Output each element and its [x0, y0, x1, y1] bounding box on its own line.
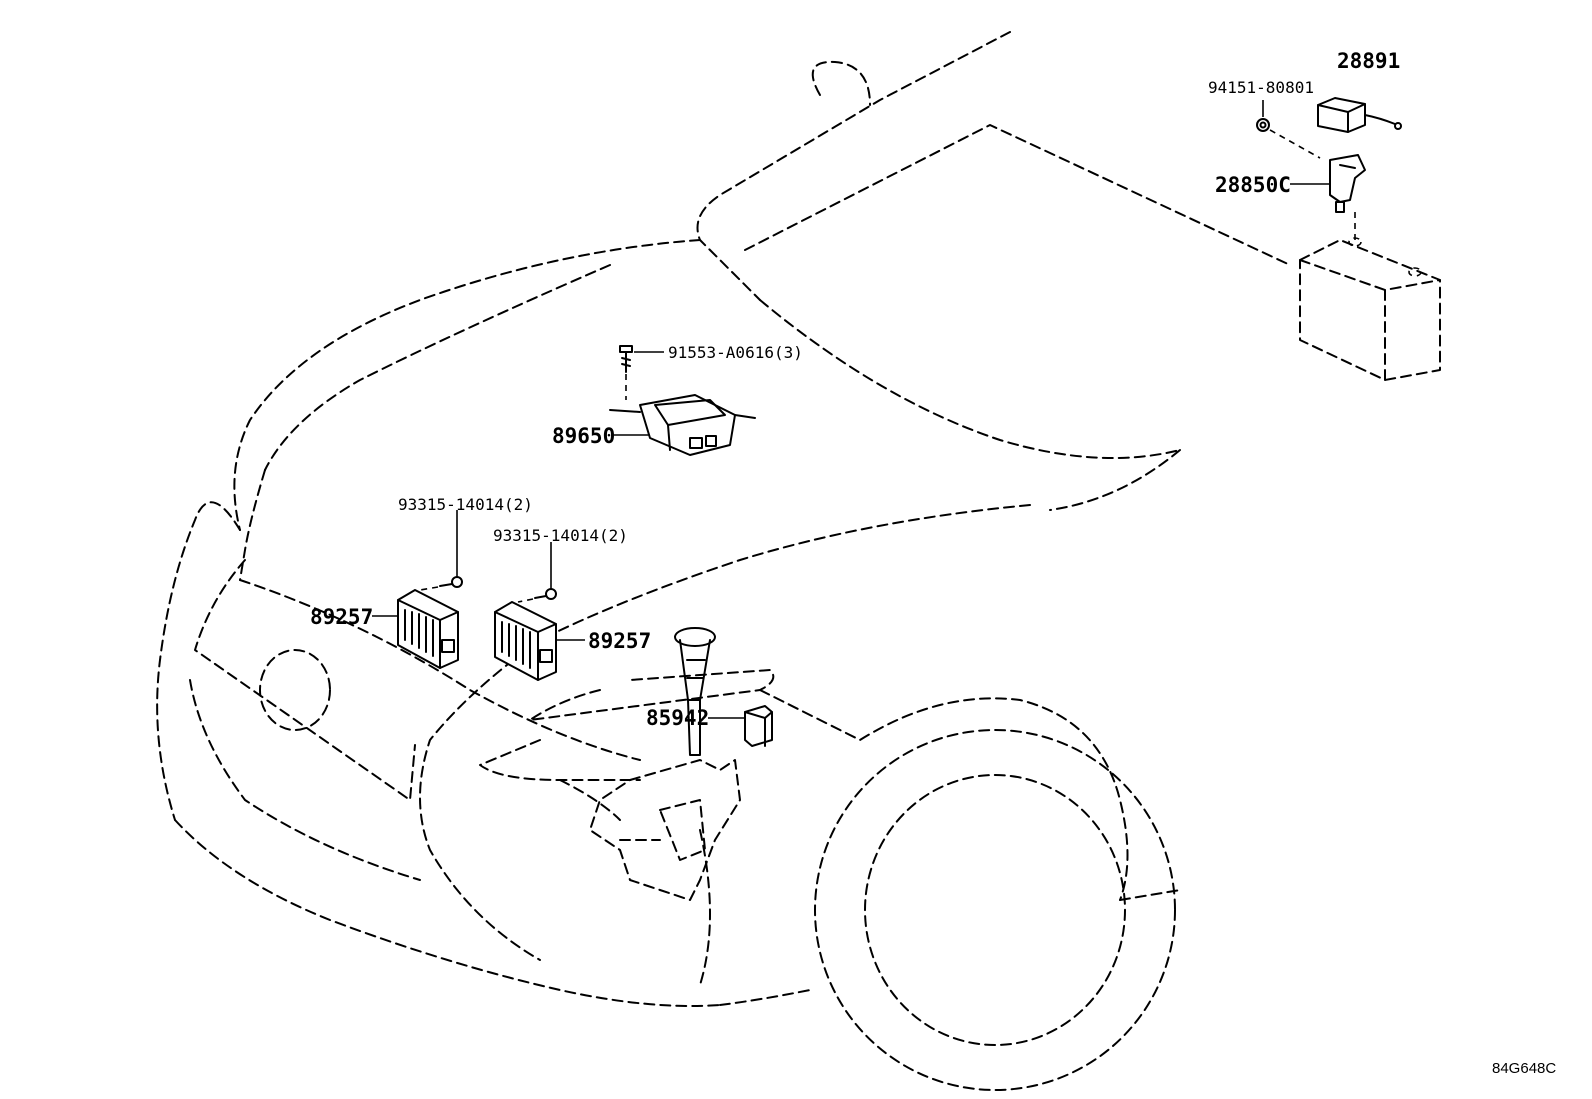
part-28850c-sensor[interactable] [1329, 154, 1366, 213]
part-94151-nut[interactable] [1256, 118, 1270, 132]
part-91553-bolt[interactable] [619, 345, 633, 373]
label-93315-14014-right: 93315-14014(2) [493, 526, 628, 545]
relay-mount-bracket [589, 627, 741, 901]
part-93315-bolt-right[interactable] [534, 588, 557, 600]
label-89257-left: 89257 [310, 605, 373, 629]
label-28850c: 28850C [1215, 173, 1291, 197]
part-85942-relay[interactable] [744, 705, 773, 747]
label-93315-14014-left: 93315-14014(2) [398, 495, 533, 514]
illustration-code: 84G648C [1492, 1060, 1556, 1077]
part-93315-bolt-left[interactable] [439, 576, 463, 588]
part-89257-ballast-right[interactable] [494, 601, 557, 681]
part-89257-ballast-left[interactable] [397, 589, 459, 669]
label-89650: 89650 [552, 424, 615, 448]
label-91553-a0616: 91553-A0616(3) [668, 343, 803, 362]
label-85942: 85942 [646, 706, 709, 730]
label-89257-right: 89257 [588, 629, 651, 653]
label-28891: 28891 [1337, 49, 1400, 73]
part-89650-ecu[interactable] [609, 394, 756, 456]
battery-outline [1299, 237, 1441, 381]
vehicle-outline [156, 31, 1291, 1091]
label-94151-80801: 94151-80801 [1208, 78, 1314, 97]
part-28891-module[interactable] [1317, 97, 1402, 133]
